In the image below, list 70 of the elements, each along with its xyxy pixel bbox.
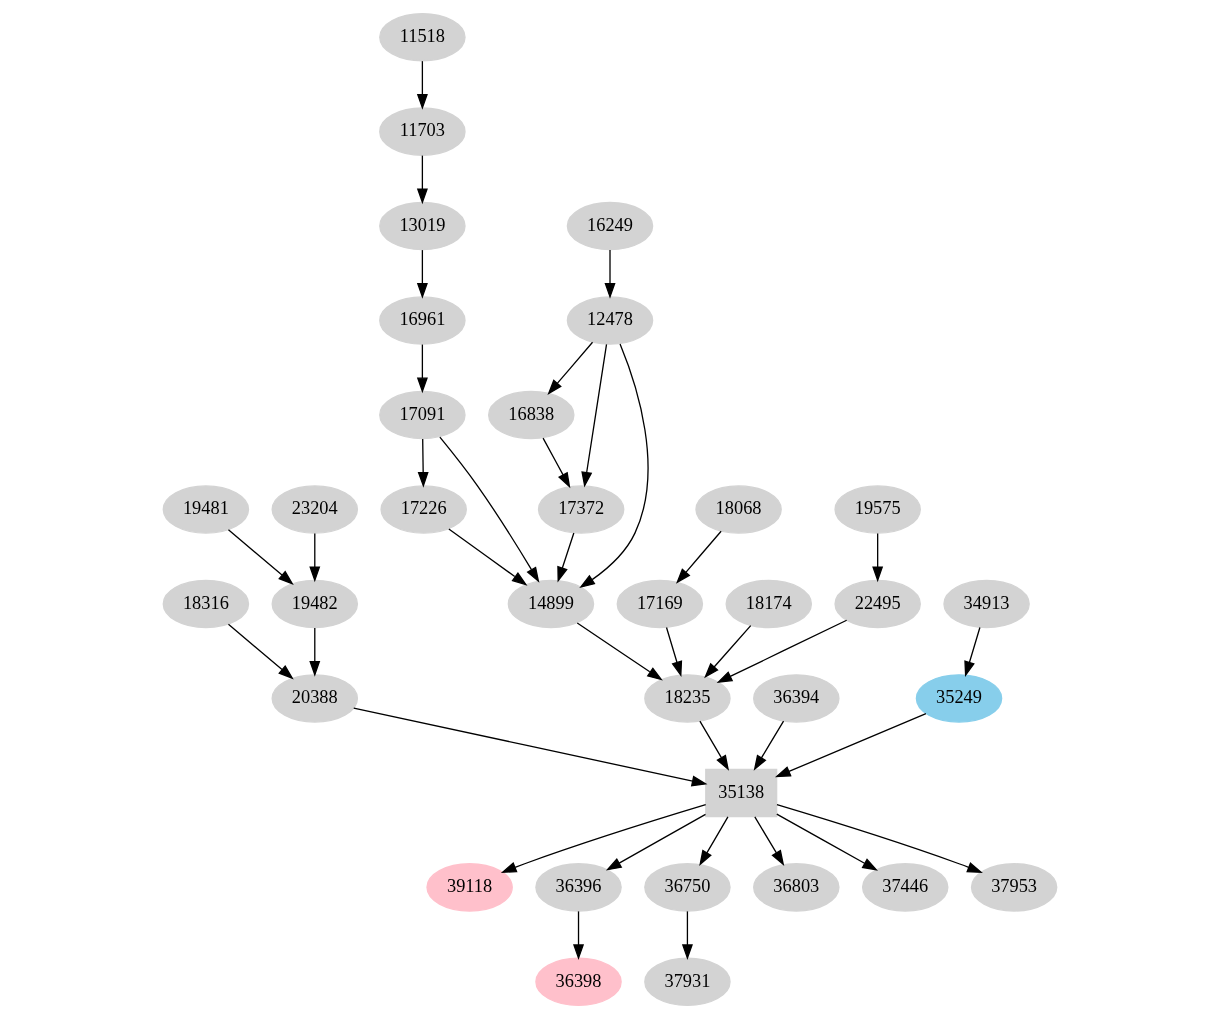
arrow (963, 626, 981, 677)
arrow (447, 528, 527, 586)
node-ellipse: 36803 (752, 863, 840, 912)
node-ellipse: 17372 (537, 485, 624, 534)
arrow (665, 626, 682, 677)
arrow (541, 437, 570, 489)
node-ellipse: 39118 (425, 863, 513, 912)
node-ellipse: 11703 (378, 107, 466, 156)
node-ellipse: 34913 (942, 579, 1030, 629)
arrow (775, 804, 983, 873)
arrow (308, 532, 320, 583)
node-ellipse: 18068 (694, 485, 782, 534)
arrow (546, 341, 593, 395)
node-ellipse: 14899 (507, 579, 594, 629)
arrow (681, 910, 693, 961)
arrow (774, 713, 927, 778)
arrow (698, 816, 729, 866)
node-ellipse: 36394 (752, 674, 840, 723)
arrow (675, 530, 722, 584)
arrow (556, 532, 574, 583)
node-ellipse: 16961 (378, 296, 466, 345)
node-ellipse: 37446 (861, 863, 948, 912)
arrow (227, 623, 294, 680)
arrow (227, 529, 294, 585)
arrow (580, 343, 607, 488)
node-ellipse: 19482 (271, 579, 358, 629)
arrow (753, 720, 784, 771)
arrow (438, 436, 539, 583)
arrow (871, 532, 883, 583)
arrow (416, 60, 428, 110)
node-ellipse: 16838 (487, 390, 575, 440)
arrow (716, 619, 847, 684)
node-ellipse: 19575 (833, 485, 921, 534)
node-ellipse: 17169 (616, 579, 703, 629)
arrow (605, 813, 706, 871)
node-ellipse: 13019 (378, 201, 466, 251)
node-ellipse: 37931 (643, 957, 731, 1007)
node-ellipse: 18174 (725, 579, 812, 629)
node-ellipse: 37953 (970, 863, 1057, 912)
arrow (308, 627, 320, 677)
arrow (775, 813, 878, 871)
node-ellipse: 17226 (379, 485, 467, 534)
node-box: 35138 (704, 768, 777, 818)
node-ellipse: 35249 (915, 674, 1002, 723)
arrow (416, 249, 428, 299)
node-ellipse: 36398 (534, 957, 622, 1007)
node-ellipse: 17091 (378, 390, 466, 440)
node-ellipse: 23204 (271, 485, 358, 534)
node-ellipse: 12478 (566, 296, 653, 345)
node-ellipse: 36750 (643, 863, 731, 912)
arrow (578, 343, 649, 589)
node-ellipse: 11518 (378, 12, 466, 62)
arrow (703, 625, 751, 679)
node-ellipse: 19481 (162, 485, 249, 534)
node-ellipse: 36396 (534, 863, 622, 912)
arrow (576, 622, 663, 681)
arrow (753, 816, 784, 866)
node-ellipse: 20388 (271, 674, 358, 723)
arrow (500, 804, 706, 873)
node-ellipse: 18316 (162, 579, 249, 629)
arrow (352, 707, 707, 787)
arrow (604, 249, 616, 299)
node-ellipse: 18235 (643, 674, 731, 723)
arrow (572, 910, 584, 961)
node-ellipse: 22495 (833, 579, 921, 629)
arrow (416, 155, 428, 205)
node-ellipse: 16249 (566, 201, 653, 251)
arrow (416, 343, 428, 394)
arrow (698, 720, 729, 771)
arrow (417, 438, 429, 488)
